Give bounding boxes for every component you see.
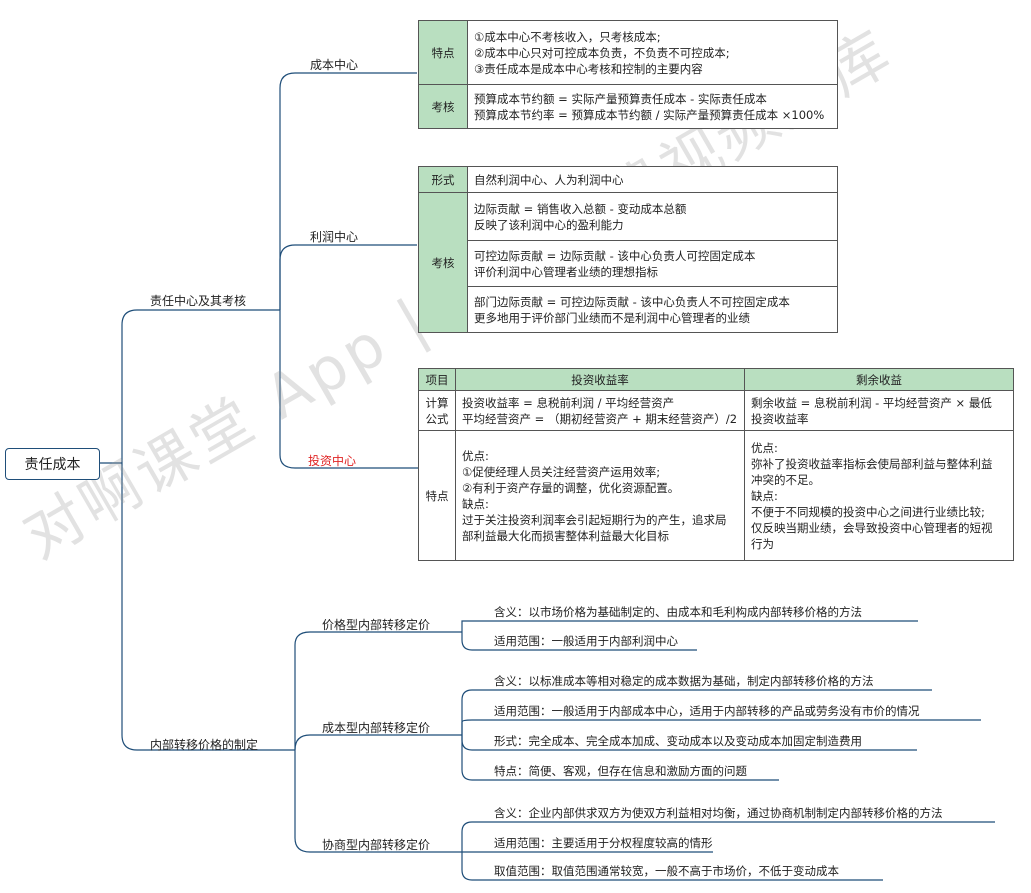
leaf-cost-scope: 适用范围：一般适用于内部成本中心，适用于内部转移的产品或劳务没有市价的情况 [494,704,920,718]
investment-center-table: 项目 投资收益率 剩余收益 计算公式 投资收益率 = 息税前利润 / 平均经营资… [418,368,1014,561]
leaf-market-scope: 适用范围：一般适用于内部利润中心 [494,634,678,648]
leaf-neg-meaning: 含义：企业内部供求双方为使双方利益相对均衡，通过协商机制制定内部转移价格的方法 [494,806,943,820]
branch-responsibility-center: 责任中心及其考核 [150,294,247,308]
node-profit-center: 利润中心 [310,230,359,244]
leaf-market-meaning: 含义：以市场价格为基础制定的、由成本和毛利构成内部转移价格的方法 [494,605,862,619]
inv-roi-calc: 投资收益率 = 息税前利润 / 平均经营资产 平均经营资产 = （期初经营资产 … [455,390,745,431]
cost-center-table: 特点 ①成本中心不考核收入，只考核成本; ②成本中心只对可控成本负责，不负责不可… [418,20,838,129]
profit-form-cell: 自然利润中心、人为利润中心 [467,166,838,193]
profit-center-table: 形式 自然利润中心、人为利润中心 考核 边际贡献 = 销售收入总额 - 变动成本… [418,166,838,333]
profit-row-1: 边际贡献 = 销售收入总额 - 变动成本总额 反映了该利润中心的盈利能力 [467,192,838,241]
inv-ri-features: 优点: 弥补了投资收益率指标会使局部利益与整体利益 冲突的不足。 缺点: 不便于… [744,430,1014,561]
leaf-neg-range: 取值范围：取值范围通常较宽，一般不高于市场价，不低于变动成本 [494,864,839,878]
inv-ri-header: 剩余收益 [744,368,1014,391]
inv-calc-label: 计算公式 [418,390,456,431]
cost-assess-cell: 预算成本节约额 = 实际产量预算责任成本 - 实际责任成本 预算成本节约率 = … [467,84,838,129]
cost-features-cell: ①成本中心不考核收入，只考核成本; ②成本中心只对可控成本负责，不负责不可控成本… [467,20,838,85]
inv-feature-label: 特点 [418,430,456,561]
inv-item-header: 项目 [418,368,456,391]
leaf-neg-scope: 适用范围：主要适用于分权程度较高的情形 [494,836,713,850]
cost-assess-header: 考核 [418,84,468,129]
leaf-cost-form: 形式：完全成本、完全成本加成、变动成本以及变动成本加固定制造费用 [494,734,862,748]
profit-row-2: 可控边际贡献 = 边际贡献 - 该中心负责人可控固定成本 评价利润中心管理者业绩… [467,240,838,287]
inv-roi-features: 优点: ①促使经理人员关注经营资产运用效率; ②有利于资产存量的调整，优化资源配… [455,430,745,561]
cost-feature-header: 特点 [418,20,468,85]
profit-assess-header: 考核 [418,192,468,333]
node-cost-pricing: 成本型内部转移定价 [322,721,431,735]
branch-transfer-pricing: 内部转移价格的制定 [150,738,259,752]
leaf-cost-meaning: 含义：以标准成本等相对稳定的成本数据为基础，制定内部转移价格的方法 [494,674,874,688]
profit-row-3: 部门边际贡献 = 可控边际贡献 - 该中心负责人不可控固定成本 更多地用于评价部… [467,286,838,333]
node-cost-center: 成本中心 [310,58,359,72]
profit-form-header: 形式 [418,166,468,193]
root-node: 责任成本 [5,448,100,480]
inv-roi-header: 投资收益率 [455,368,745,391]
node-investment-center: 投资中心 [308,454,357,468]
node-negotiated-pricing: 协商型内部转移定价 [322,838,431,852]
inv-ri-calc: 剩余收益 = 息税前利润 - 平均经营资产 × 最低 投资收益率 [744,390,1014,431]
leaf-cost-feature: 特点：简便、客观，但存在信息和激励方面的问题 [494,764,747,778]
node-market-pricing: 价格型内部转移定价 [322,618,431,632]
